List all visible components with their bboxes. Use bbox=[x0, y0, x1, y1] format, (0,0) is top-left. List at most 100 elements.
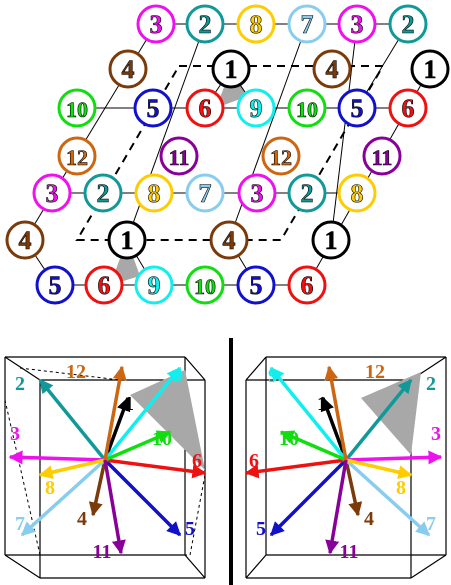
lattice-node-10: 10 bbox=[57, 88, 97, 128]
vector-label-7: 7 bbox=[426, 513, 436, 535]
lattice-node-8: 8 bbox=[337, 173, 377, 213]
vector-label-8: 8 bbox=[45, 477, 55, 499]
node-circle bbox=[287, 4, 327, 44]
vector-label-2: 2 bbox=[426, 373, 436, 395]
shaded-face bbox=[130, 370, 205, 470]
lattice-node-1: 1 bbox=[410, 49, 450, 89]
node-circle bbox=[134, 265, 174, 305]
cube-edge bbox=[184, 356, 206, 381]
node-circle bbox=[388, 88, 428, 128]
lattice-node-2: 2 bbox=[287, 173, 327, 213]
node-label: 1 bbox=[225, 55, 238, 84]
node-label: 3 bbox=[351, 10, 364, 39]
node-label: 11 bbox=[372, 145, 393, 170]
node-circle bbox=[311, 220, 351, 260]
lattice-node-2: 2 bbox=[83, 173, 123, 213]
vector-arrow-3 bbox=[8, 450, 106, 465]
node-label: 7 bbox=[301, 10, 314, 39]
vector-arrow-6 bbox=[244, 458, 347, 479]
vector-label-3: 3 bbox=[431, 423, 441, 445]
vector-label-4: 4 bbox=[77, 508, 87, 530]
vector-arrow-4 bbox=[344, 459, 363, 517]
vector-arrow-11 bbox=[103, 459, 126, 555]
vector-arrow-4 bbox=[88, 459, 107, 517]
dashed-guide bbox=[189, 474, 206, 556]
lattice-node-3: 3 bbox=[337, 4, 377, 44]
vector-label-4: 4 bbox=[364, 508, 374, 530]
node-label: 2 bbox=[402, 10, 415, 39]
vector-label-5: 5 bbox=[256, 518, 266, 540]
cube-edge bbox=[245, 356, 267, 381]
vector-arrow-5 bbox=[103, 458, 182, 537]
node-label: 3 bbox=[150, 10, 163, 39]
lattice-node-7: 7 bbox=[287, 4, 327, 44]
lattice-node-1: 1 bbox=[311, 220, 351, 260]
lattice-node-11: 11 bbox=[362, 136, 402, 176]
vector-label-10: 10 bbox=[152, 428, 172, 450]
node-label: 3 bbox=[46, 179, 59, 208]
vector-arrow-2 bbox=[344, 378, 413, 462]
node-circle bbox=[136, 4, 176, 44]
vector-arrow-1 bbox=[103, 396, 131, 461]
node-label: 8 bbox=[351, 179, 364, 208]
vector-label-7: 7 bbox=[15, 513, 25, 535]
node-circle bbox=[5, 220, 45, 260]
lattice-node-6: 6 bbox=[84, 265, 124, 305]
vector-label-3: 3 bbox=[10, 423, 20, 445]
node-circle bbox=[312, 49, 352, 89]
lattice-node-10: 10 bbox=[185, 265, 225, 305]
vector-label-9: 9 bbox=[173, 365, 183, 387]
node-label: 1 bbox=[325, 226, 338, 255]
node-circle bbox=[108, 49, 148, 89]
node-label: 4 bbox=[19, 226, 32, 255]
node-label: 4 bbox=[122, 55, 135, 84]
node-label: 6 bbox=[402, 94, 415, 123]
node-label: 10 bbox=[194, 274, 216, 299]
lattice-node-6: 6 bbox=[287, 265, 327, 305]
vector-arrow-6 bbox=[104, 458, 207, 479]
vector-arrow-10 bbox=[104, 430, 172, 462]
vector-label-12: 12 bbox=[66, 361, 86, 383]
node-circle bbox=[209, 220, 249, 260]
lattice-node-12: 12 bbox=[261, 136, 301, 176]
node-circle bbox=[107, 220, 147, 260]
cube-edge bbox=[4, 554, 41, 579]
node-label: 10 bbox=[66, 97, 88, 122]
vector-arrow-12 bbox=[324, 365, 348, 461]
node-label: 3 bbox=[251, 179, 264, 208]
node-circle bbox=[159, 136, 199, 176]
node-circle bbox=[337, 88, 377, 128]
node-circle bbox=[83, 173, 123, 213]
node-label: 2 bbox=[199, 10, 212, 39]
vector-label-1: 1 bbox=[124, 393, 134, 415]
vector-label-10: 10 bbox=[279, 428, 299, 450]
lattice-node-3: 3 bbox=[32, 173, 72, 213]
node-circle bbox=[185, 4, 225, 44]
lattice-node-3: 3 bbox=[237, 173, 277, 213]
vector-label-6: 6 bbox=[192, 450, 202, 472]
node-circle bbox=[57, 136, 97, 176]
dashed-guide bbox=[19, 367, 121, 381]
lattice-node-11: 11 bbox=[159, 136, 199, 176]
vector-arrow-3 bbox=[345, 450, 443, 465]
cube-edge bbox=[410, 554, 447, 579]
vector-arrow-7 bbox=[20, 458, 107, 537]
lattice-node-6: 6 bbox=[185, 88, 225, 128]
node-circle bbox=[185, 173, 225, 213]
shaded-face bbox=[361, 372, 421, 455]
vector-label-6: 6 bbox=[249, 450, 259, 472]
node-circle bbox=[388, 4, 428, 44]
node-circle bbox=[133, 88, 173, 128]
vector-label-5: 5 bbox=[185, 518, 195, 540]
node-label: 10 bbox=[296, 97, 318, 122]
vector-label-2: 2 bbox=[15, 373, 25, 395]
lattice-node-9: 9 bbox=[134, 265, 174, 305]
lattice-node-4: 4 bbox=[312, 49, 352, 89]
lattice-node-3: 3 bbox=[136, 4, 176, 44]
node-circle bbox=[236, 4, 276, 44]
lattice-node-7: 7 bbox=[185, 173, 225, 213]
lattice-node-4: 4 bbox=[209, 220, 249, 260]
node-circle bbox=[84, 265, 124, 305]
vector-arrow-11 bbox=[325, 459, 348, 555]
